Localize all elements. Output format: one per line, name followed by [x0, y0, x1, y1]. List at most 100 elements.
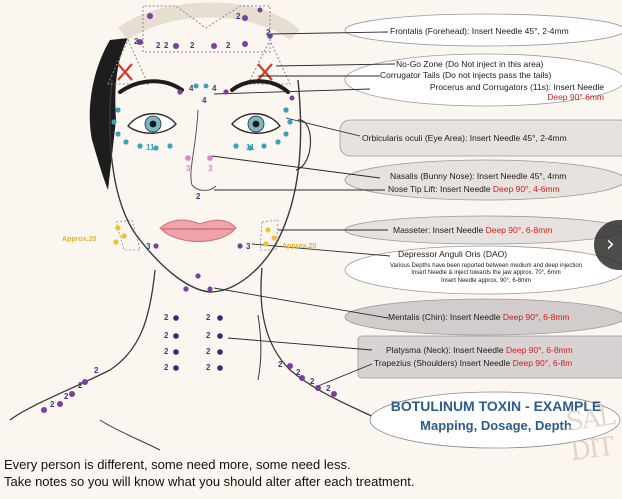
mentalis-label-text: Mentalis (Chin): Insert Needle [388, 312, 501, 322]
dose-number: 2 [190, 41, 195, 50]
footer-line-1: Every person is different, some need mor… [4, 457, 351, 472]
frontalis-label-text: Frontalis (Forehead): Insert Needle 45°,… [390, 26, 569, 36]
neck-right [260, 267, 381, 421]
platysma-label-depth: Deep 90°, 6-8mm [506, 345, 573, 355]
approx-left-label: Approx.20 [62, 236, 97, 243]
masseter-label-text: Masseter: Insert Needle [393, 225, 484, 235]
hair-top [118, 2, 300, 40]
dose-number: 2 [164, 331, 169, 340]
dose-number: 3 [208, 164, 213, 173]
nasalis-label: Nasalis (Bunny Nose): Insert Needle 45°,… [390, 171, 566, 181]
dose-number: 2 [156, 41, 161, 50]
no-go-x-right [257, 63, 273, 81]
dose-number: 2 [164, 347, 169, 356]
eye-right-pupil [252, 120, 260, 128]
dose-number: 2 [206, 347, 211, 356]
dao-note-3: Insert Needle approx. 90°, 6-8mm [440, 277, 532, 284]
yellow-dots [113, 225, 277, 247]
hair-left [89, 38, 128, 190]
no-go-label-text: No-Go Zone (Do Not inject in this area) [396, 59, 544, 69]
title-line-1: BOTULINUM TOXIN - EXAMPLE [390, 398, 602, 414]
dao-note-2: Insert Needle & inject towards the jaw a… [411, 270, 561, 277]
masseter-label: Masseter: Insert Needle Deep 90°, 6-8mm [393, 225, 552, 235]
diagram-title: BOTULINUM TOXIN - EXAMPLE Mapping, Dosag… [380, 394, 612, 444]
corrugator-label: Corrugator Tails (Do not injects pass th… [380, 70, 551, 80]
chevron-right-icon: › [606, 232, 615, 257]
trapezius-label-text: Trapezius (Shoulders) Insert Needle [374, 358, 511, 368]
corrugator-label-text: Corrugator Tails (Do not injects pass th… [380, 70, 552, 80]
dose-number: 2 [164, 363, 169, 372]
dao-zone-left [115, 219, 141, 251]
bubble-title [369, 391, 621, 449]
nasalis-label-text: Nasalis (Bunny Nose): Insert Needle 45°,… [390, 171, 567, 181]
dose-number: 2 [206, 313, 211, 322]
dose-number: 2 [50, 400, 55, 409]
trapezius-label-depth: Deep 90°, 6-8m [512, 358, 573, 368]
bubble-dao [344, 245, 622, 295]
dose-number: 2 [78, 381, 83, 390]
trapezius-label: Trapezius (Shoulders) Insert Needle Deep… [374, 358, 572, 368]
bubble-no-go [344, 53, 622, 107]
navy-dots [173, 315, 223, 371]
dose-number: 2 [310, 377, 315, 386]
sternum-line [257, 314, 262, 381]
dao-note-1: Various Depths have been reported betwee… [389, 263, 582, 269]
nose-tip-label-text: Nose Tip Lift: Insert Needle [388, 184, 491, 194]
dose-number: 2 [64, 392, 69, 401]
no-go-left [107, 38, 149, 85]
dose-number: 11 [246, 143, 255, 152]
dose-number: 4 [202, 96, 207, 105]
dose-number: 3 [186, 164, 191, 173]
dose-number: 2 [196, 192, 201, 201]
dose-number: 3 [246, 242, 251, 251]
dao-label-text: Depressor Anguli Oris (DAO) [398, 249, 508, 259]
dose-number: 2 [134, 37, 139, 46]
nose-tip-label: Nose Tip Lift: Insert Needle Deep 90°, 4… [388, 184, 560, 194]
procerus-label: Procerus and Corrugators (11s): Insert N… [372, 82, 604, 102]
bubble-mentalis [344, 298, 622, 336]
bubble-platysma [357, 335, 622, 379]
dose-number: 4 [212, 84, 217, 93]
approx-right-label: Approx.20 [282, 243, 317, 250]
leader-lines [211, 31, 396, 387]
bubble-frontalis [344, 13, 622, 47]
lips [159, 219, 237, 242]
frontalis-label: Frontalis (Forehead): Insert Needle 45°,… [390, 26, 569, 36]
dose-number: 2 [94, 366, 99, 375]
orbicularis-label: Orbicularis oculi (Eye Area): Insert Nee… [362, 133, 567, 143]
eyebrow-right [230, 79, 290, 94]
no-go-x-left [117, 63, 133, 81]
title-line-2: Mapping, Dosage, Depth [420, 418, 572, 433]
bubble-orbicularis [339, 119, 622, 157]
platysma-label: Platysma (Neck): Insert Needle Deep 90°,… [386, 345, 573, 355]
dose-number: 2 [236, 12, 241, 21]
teal-dots [111, 83, 293, 151]
dose-number: 2 [226, 41, 231, 50]
frontalis-zone [142, 5, 271, 53]
procerus-label-text: Procerus and Corrugators (11s): Insert N… [429, 82, 604, 92]
purple-dots [41, 7, 337, 413]
dose-number: 11 [146, 143, 155, 152]
procerus-label-depth: Deep 90° 6mm [547, 92, 604, 102]
dao-notes: Various Depths have been reported betwee… [356, 263, 616, 285]
nose-line [190, 109, 217, 191]
footer-note: Every person is different, some need mor… [4, 456, 414, 490]
dose-number: 2 [206, 331, 211, 340]
collarbone-left [99, 419, 161, 451]
right-ear [295, 119, 312, 171]
orbicularis-label-text: Orbicularis oculi (Eye Area): Insert Nee… [362, 133, 567, 143]
eye-left-pupil [149, 120, 157, 128]
footer-line-2: Take notes so you will know what you sho… [4, 474, 415, 489]
dose-number: 2 [278, 360, 283, 369]
no-go-right [247, 38, 291, 85]
mentalis-label: Mentalis (Chin): Insert Needle Deep 90°,… [388, 312, 570, 322]
dose-number: 2 [266, 28, 271, 37]
dose-number: 2 [296, 368, 301, 377]
dose-number: 2 [164, 41, 169, 50]
eyebrow-left [118, 79, 184, 94]
nose-tip-label-depth: Deep 90°, 4-6mm [492, 184, 560, 194]
mentalis-label-depth: Deep 90°, 6-8mm [502, 312, 570, 322]
platysma-label-text: Platysma (Neck): Insert Needle [386, 345, 504, 355]
dose-number: 2 [326, 384, 331, 393]
